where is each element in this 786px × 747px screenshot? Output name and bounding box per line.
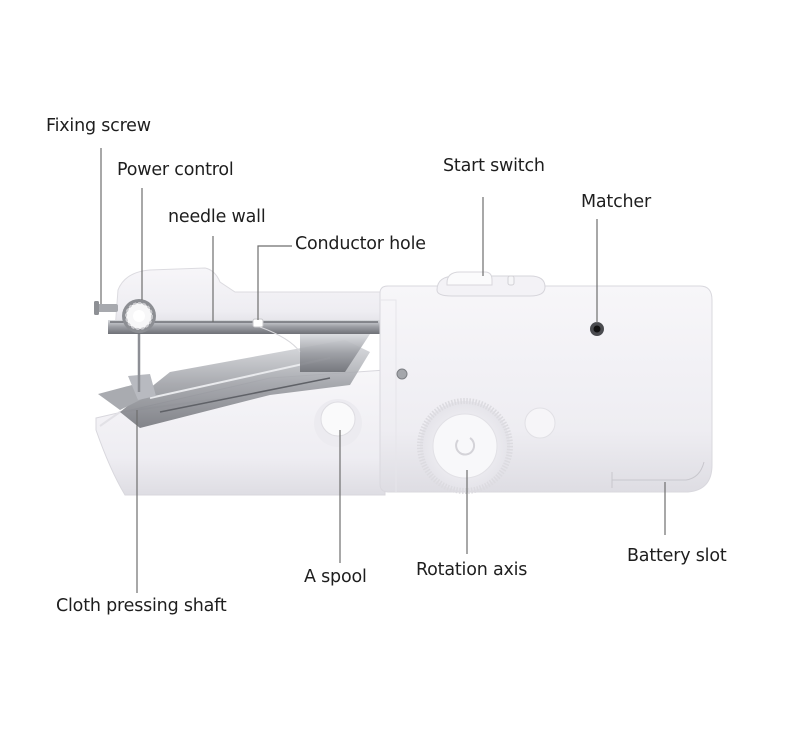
label-matcher: Matcher xyxy=(581,192,651,212)
small-button xyxy=(524,407,556,439)
label-fixing-screw: Fixing screw xyxy=(46,116,151,136)
spool-part xyxy=(314,399,362,447)
start-switch-part xyxy=(436,271,546,297)
label-start-switch: Start switch xyxy=(443,156,545,176)
label-a-spool: A spool xyxy=(304,567,367,587)
thread xyxy=(259,326,301,353)
label-battery-slot: Battery slot xyxy=(627,546,727,566)
label-power-control: Power control xyxy=(117,160,234,180)
fixing-screw-part xyxy=(94,301,118,315)
upper-arm xyxy=(108,267,381,372)
rotation-dial xyxy=(417,398,513,494)
conductor-hole-part xyxy=(252,318,264,328)
matcher-hole xyxy=(590,322,604,336)
leader-conductor-hole xyxy=(257,245,292,320)
power-control-knob xyxy=(122,299,156,333)
label-rotation-axis: Rotation axis xyxy=(416,560,528,580)
label-cloth-pressing-shaft: Cloth pressing shaft xyxy=(56,596,227,616)
label-conductor-hole: Conductor hole xyxy=(295,234,426,254)
body-screw xyxy=(396,368,408,380)
label-needle-wall: needle wall xyxy=(168,207,266,227)
leader-lines xyxy=(100,148,666,593)
